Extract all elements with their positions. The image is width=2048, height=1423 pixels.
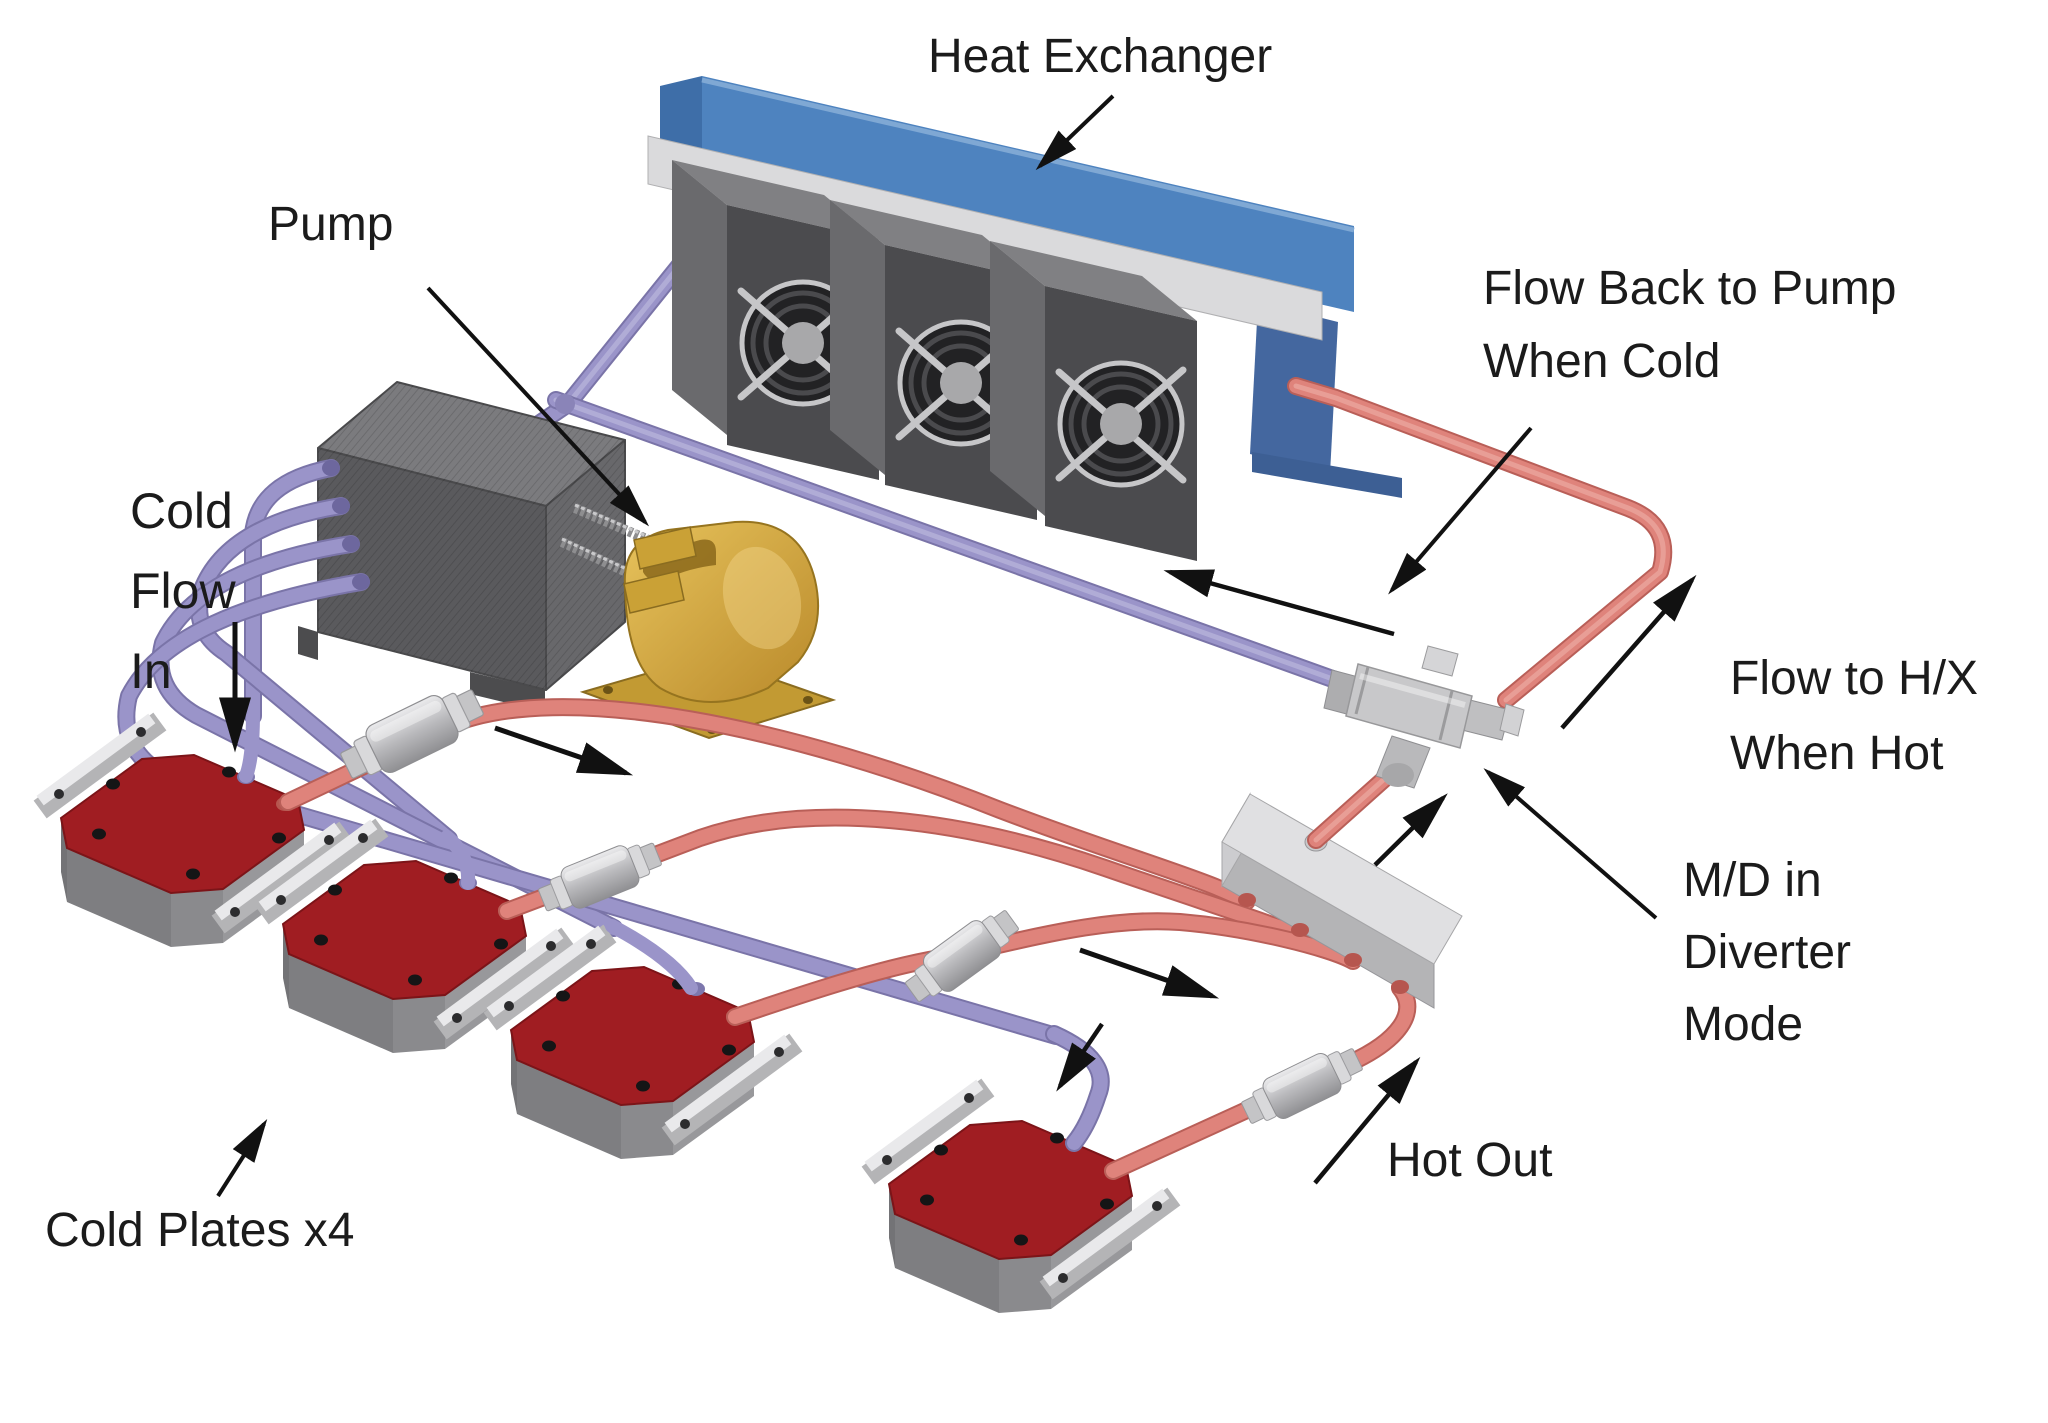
- pump-pointer-arrow: [426, 286, 650, 527]
- cold-flow-in-label-line3: In: [130, 643, 172, 699]
- cold-plate-4: [873, 1088, 1165, 1313]
- tee-junction: [555, 394, 575, 414]
- pump: [579, 520, 837, 740]
- hx-frame: [702, 76, 1354, 312]
- diverter-valve: [1323, 645, 1525, 789]
- coolant-reservoir: [298, 381, 626, 712]
- flow-back-label-line2: When Cold: [1483, 335, 1720, 388]
- hot-outlet-tubing: [279, 698, 1417, 1180]
- flow-back-label-line1: Flow Back to Pump: [1483, 262, 1896, 315]
- cold-flow-in-label-line2: Flow: [130, 563, 236, 619]
- flow-back-pointer-arrow: [1388, 426, 1533, 595]
- cold-flow-in-label-line1: Cold: [130, 483, 233, 539]
- flow-back-direction-arrow: [1163, 569, 1395, 637]
- flow-to-hx-arrow: [1560, 574, 1697, 730]
- inline-fitting-4: [1236, 1038, 1368, 1134]
- diverter-label-line2: Diverter: [1683, 926, 1851, 979]
- heat-exchanger-label: Heat Exchanger: [928, 30, 1272, 83]
- cold-plates-pointer-arrow: [216, 1118, 268, 1198]
- cold-supply-tubing: [117, 459, 1065, 1045]
- diverter-label-line1: M/D in: [1683, 854, 1822, 907]
- inline-fitting-1: [334, 678, 490, 790]
- cold-plates-label: Cold Plates x4: [45, 1204, 355, 1257]
- heat-exchanger-pointer-arrow: [1035, 94, 1115, 171]
- pump-label: Pump: [268, 198, 393, 251]
- hot-return-tubing: [1287, 377, 1673, 709]
- manifold-up-arrow: [1373, 793, 1448, 867]
- diverter-pointer-arrow: [1483, 768, 1658, 920]
- hot-out-arrow: [1313, 1056, 1421, 1185]
- plate4-inlet-arrow: [1056, 1022, 1104, 1092]
- hx-foot: [1252, 452, 1402, 498]
- diagram-labels: Heat Exchanger Pump Cold Flow In Flow Ba…: [45, 30, 1978, 1257]
- supply-direction-arrow-1: [494, 725, 634, 776]
- supply-direction-arrow-2: [1079, 947, 1220, 999]
- hot-out-label: Hot Out: [1387, 1134, 1552, 1187]
- flow-to-hx-label-line2: When Hot: [1730, 727, 1943, 780]
- diverter-label-line3: Mode: [1683, 998, 1803, 1051]
- flow-arrows: [216, 94, 1697, 1198]
- flow-to-hx-label-line1: Flow to H/X: [1730, 652, 1978, 705]
